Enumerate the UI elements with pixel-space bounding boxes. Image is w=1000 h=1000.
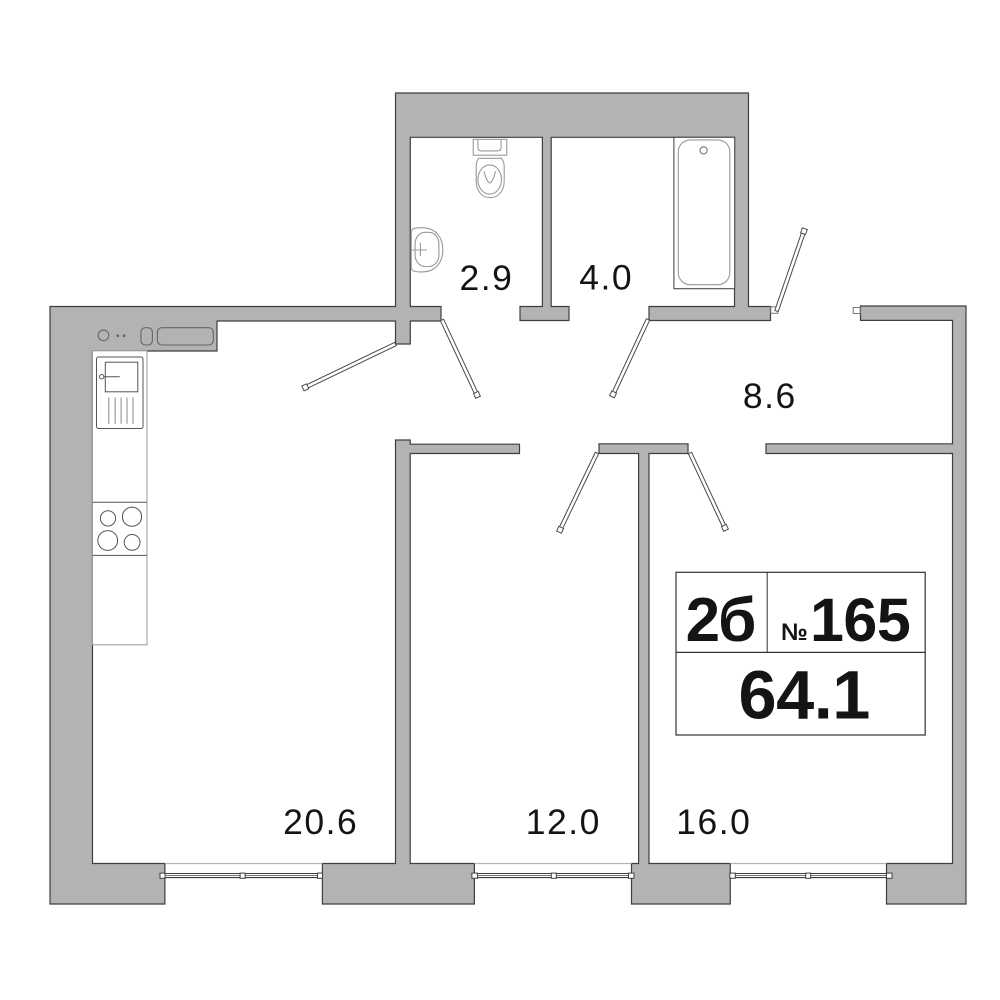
svg-text:4.0: 4.0	[579, 258, 633, 298]
svg-text:16.0: 16.0	[676, 802, 751, 842]
svg-text:20.6: 20.6	[283, 802, 358, 842]
svg-text:2б: 2б	[686, 586, 755, 655]
svg-text:№: №	[781, 619, 808, 646]
svg-text:8.6: 8.6	[743, 376, 797, 416]
svg-text:12.0: 12.0	[526, 802, 601, 842]
svg-text:165: 165	[810, 586, 910, 654]
svg-text:64.1: 64.1	[739, 657, 870, 734]
svg-text:2.9: 2.9	[459, 258, 513, 298]
